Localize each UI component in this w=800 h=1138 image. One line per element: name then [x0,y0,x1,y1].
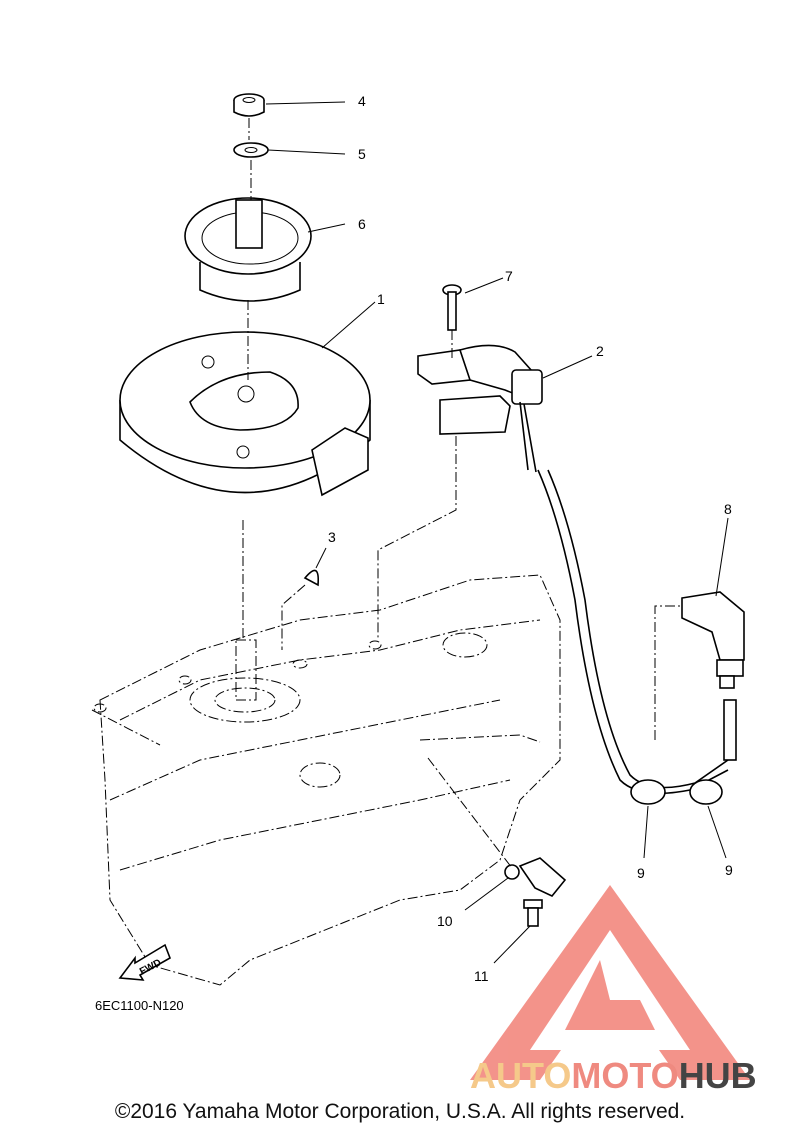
callout-1: 1 [377,291,385,307]
watermark-part2: MOTO [571,1055,678,1096]
center-line-key [281,584,306,650]
diagram-code: 6EC1100-N120 [95,998,184,1013]
bolt-part-7 [442,284,462,331]
center-line-plug [654,605,682,740]
engine-block [91,574,561,986]
callout-5: 5 [358,146,366,162]
center-line-coil [377,436,457,640]
plug-cap-part-8 [681,591,745,761]
callout-6: 6 [358,216,366,232]
watermark-part1: AUTO [470,1055,571,1096]
pulser-coil-part-2 [417,344,543,473]
clamp-part-10 [504,857,567,897]
watermark-text: AUTOMOTOHUB [470,1055,757,1096]
washer-part-5 [233,142,269,158]
callout-3: 3 [328,529,336,545]
callout-4: 4 [358,93,366,109]
fwd-arrow-icon: FWD [118,943,171,981]
callout-10: 10 [437,913,453,929]
screw-part-11 [523,899,543,927]
flywheel-part-1 [119,331,371,497]
grommet-part-9 [630,779,723,805]
coil-cable [537,469,729,795]
nut-part-4 [233,93,265,117]
key-part-3 [303,569,320,587]
callout-9a: 9 [637,865,645,881]
callout-9b: 9 [725,862,733,878]
watermark-part3: HUB [679,1055,757,1096]
callout-7: 7 [505,268,513,284]
callout-11: 11 [474,968,489,984]
copyright-notice: ©2016 Yamaha Motor Corporation, U.S.A. A… [114,1100,686,1123]
callout-2: 2 [596,343,604,359]
watermark-logo [470,885,750,1080]
leader-lines [265,101,729,964]
center-line-crank [242,118,252,640]
center-line-clamp [427,757,513,869]
coil-cable-inner [547,469,729,789]
rotor-hub-part-6 [184,197,312,302]
callout-8: 8 [724,501,732,517]
